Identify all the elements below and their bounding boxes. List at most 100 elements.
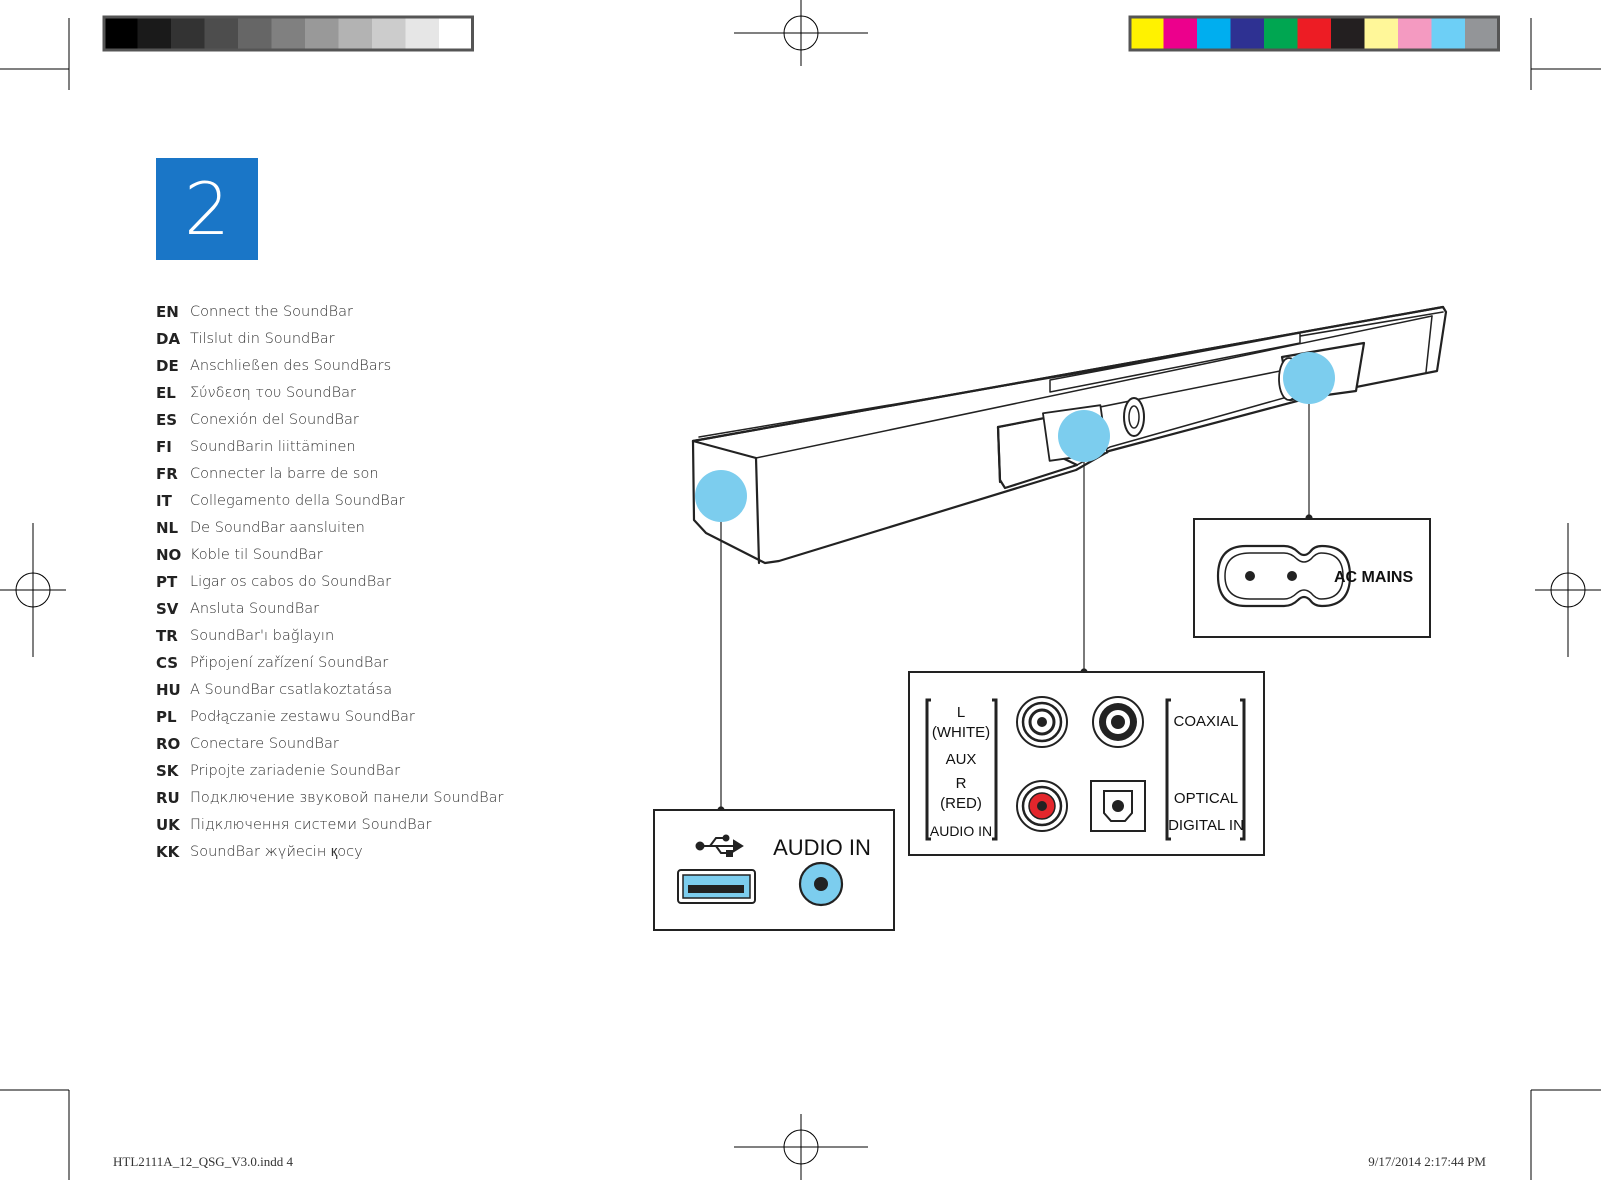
aux-label: AUX	[946, 751, 977, 768]
color-swatch	[1364, 17, 1398, 50]
language-code: RO	[156, 734, 181, 753]
language-code: PL	[156, 707, 177, 726]
color-swatch	[1297, 17, 1331, 50]
language-title: Conexión del SoundBar	[190, 411, 359, 428]
color-swatch-frame	[1128, 15, 1500, 52]
grayscale-swatch	[271, 17, 305, 50]
ac-mains-panel: AC MAINS	[1193, 518, 1431, 638]
color-swatch	[1264, 17, 1298, 50]
language-code: IT	[156, 491, 172, 510]
grayscale-swatch	[204, 17, 238, 50]
language-item: SK Pripojte zariadenie SoundBar	[156, 757, 503, 784]
optical-port	[1090, 780, 1146, 832]
language-title: Conectare SoundBar	[190, 735, 339, 752]
callout-dot-usb-audio	[695, 470, 747, 522]
ac-mains-label: AC MAINS	[1334, 569, 1413, 586]
ac-inlet-icon	[1216, 544, 1352, 608]
language-title: Anschließen des SoundBars	[190, 357, 392, 374]
language-code: DE	[156, 356, 179, 375]
language-code: NO	[156, 545, 182, 564]
grayscale-bar	[102, 15, 474, 52]
language-item: RO Conectare SoundBar	[156, 730, 503, 757]
digital-in-label: DIGITAL IN	[1168, 817, 1244, 834]
rca-white-jack	[1016, 696, 1068, 748]
callout-dot-aux-digital	[1058, 410, 1110, 462]
language-code: CS	[156, 653, 179, 672]
grayscale-swatch	[338, 17, 372, 50]
language-title: De SoundBar aansluiten	[190, 519, 365, 536]
grayscale-swatch	[305, 17, 339, 50]
registration-mark-top	[734, 0, 868, 66]
color-swatch	[1163, 17, 1197, 50]
audio-in-label: AUDIO IN	[773, 835, 871, 860]
rca-red-jack	[1016, 780, 1068, 832]
language-item: EN Connect the SoundBar	[156, 298, 503, 325]
language-title: SoundBarin liittäminen	[190, 438, 356, 455]
language-title: SoundBar жүйесін қосу	[190, 843, 363, 860]
language-title: Підключення системи SoundBar	[190, 816, 432, 833]
language-code: UK	[156, 815, 180, 834]
language-code: HU	[156, 680, 181, 699]
aux-red-label: (RED)	[940, 795, 982, 812]
color-swatch	[1197, 17, 1231, 50]
aux-white-label: (WHITE)	[932, 724, 990, 741]
grayscale-swatch	[137, 17, 171, 50]
language-code: EN	[156, 302, 179, 321]
grayscale-swatch	[439, 17, 473, 50]
language-title: Подключение звуковой панели SoundBar	[190, 789, 504, 806]
grayscale-swatch	[405, 17, 439, 50]
language-item: UK Підключення системи SoundBar	[156, 811, 503, 838]
language-title: SoundBar'ı bağlayın	[190, 627, 335, 644]
grayscale-swatch	[372, 17, 406, 50]
language-item: HU A SoundBar csatlakoztatása	[156, 676, 503, 703]
color-swatch	[1130, 17, 1164, 50]
step-number-badge: 2	[156, 158, 258, 260]
color-swatch	[1398, 17, 1432, 50]
language-item: EL Σύνδεση του SoundBar	[156, 379, 503, 406]
color-swatch	[1465, 17, 1499, 50]
callout-dot-ac-mains	[1283, 352, 1335, 404]
language-title: A SoundBar csatlakoztatása	[190, 681, 393, 698]
language-code: FI	[156, 437, 172, 456]
language-item: NL De SoundBar aansluiten	[156, 514, 503, 541]
aux-r-label: R	[956, 775, 967, 792]
optical-label: OPTICAL	[1174, 790, 1238, 807]
color-swatch	[1431, 17, 1465, 50]
language-title: Ligar os cabos do SoundBar	[190, 573, 392, 590]
aux-l-label: L	[957, 704, 965, 721]
footer-timestamp: 9/17/2014 2:17:44 PM	[1368, 1154, 1486, 1169]
color-swatch	[1331, 17, 1365, 50]
language-title: Podłączanie zestawu SoundBar	[190, 708, 415, 725]
language-code: NL	[156, 518, 179, 537]
language-title: Pripojte zariadenie SoundBar	[190, 762, 401, 779]
language-code: FR	[156, 464, 178, 483]
registration-mark-left	[0, 523, 66, 657]
callout-dots	[695, 352, 1335, 522]
language-code: SK	[156, 761, 179, 780]
language-code: DA	[156, 329, 181, 348]
coaxial-label: COAXIAL	[1173, 713, 1238, 730]
language-code: EL	[156, 383, 176, 402]
language-item: PL Podłączanie zestawu SoundBar	[156, 703, 503, 730]
language-title: Σύνδεση του SoundBar	[190, 384, 356, 401]
language-code: ES	[156, 410, 178, 429]
registration-mark-right	[1535, 523, 1601, 657]
language-title: Ansluta SoundBar	[190, 600, 320, 617]
language-code: PT	[156, 572, 178, 591]
grayscale-swatch	[238, 17, 272, 50]
step-number: 2	[184, 167, 230, 251]
grayscale-swatch	[171, 17, 205, 50]
language-title: Connect the SoundBar	[190, 303, 353, 320]
crop-marks	[0, 18, 1601, 1180]
language-title: Connecter la barre de son	[190, 465, 379, 482]
language-item: ES Conexión del SoundBar	[156, 406, 503, 433]
footer-filename: HTL2111A_12_QSG_V3.0.indd 4	[113, 1154, 293, 1169]
